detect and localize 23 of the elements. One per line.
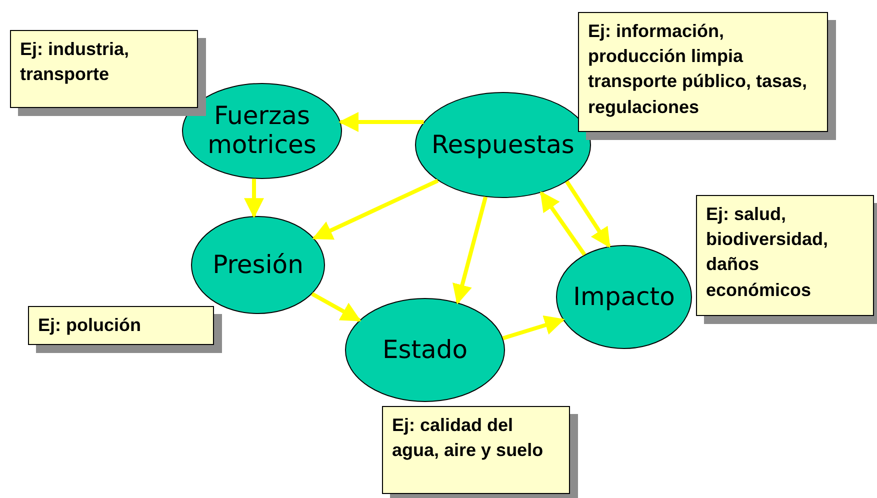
note-text: Ej: industria, transporte — [20, 38, 130, 86]
arrow — [338, 112, 424, 132]
arrow — [540, 191, 586, 256]
node-label: Fuerzas motrices — [206, 100, 318, 161]
arrow — [502, 316, 565, 340]
arrow — [565, 180, 611, 248]
note-text: Ej: salud, biodiversidad, daños económicos — [706, 203, 830, 302]
node-label: Respuestas — [430, 128, 576, 161]
ellipse-node — [182, 83, 342, 179]
node-label: Impacto — [572, 280, 676, 313]
note-text: Ej: polución — [38, 314, 142, 337]
node-label: Presión — [212, 248, 304, 281]
arrow — [311, 292, 362, 322]
ellipse-node — [191, 216, 325, 314]
node-label: Estado — [381, 334, 469, 366]
arrow — [312, 178, 439, 240]
ellipse-node — [345, 298, 505, 402]
arrow — [452, 196, 488, 304]
ellipse-node — [556, 245, 692, 349]
note-text: Ej: calidad del agua, aire y suelo — [392, 414, 544, 462]
ellipse-node — [415, 92, 591, 198]
arrow — [244, 178, 264, 218]
note-text: Ej: información, producción limpia transporte público, tasas, regulaciones — [588, 20, 808, 119]
